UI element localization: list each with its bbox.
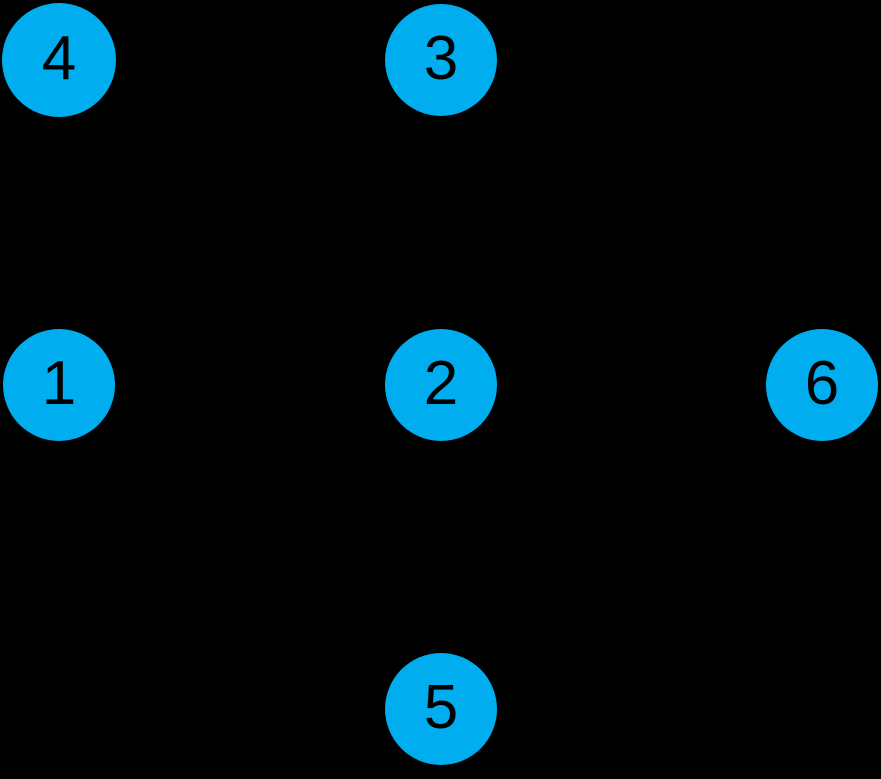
- graph-node-3[interactable]: 3: [385, 4, 497, 116]
- node-label: 6: [804, 349, 840, 418]
- node-label: 3: [423, 24, 459, 93]
- graph-node-2[interactable]: 2: [385, 329, 497, 441]
- node-label: 1: [41, 349, 77, 418]
- node-label: 2: [423, 349, 459, 418]
- graph-node-5[interactable]: 5: [385, 653, 497, 765]
- node-label: 4: [41, 24, 77, 93]
- graph-node-4[interactable]: 4: [2, 3, 116, 117]
- node-label: 5: [423, 673, 459, 742]
- graph-node-6[interactable]: 6: [766, 329, 878, 441]
- graph-node-1[interactable]: 1: [3, 329, 115, 441]
